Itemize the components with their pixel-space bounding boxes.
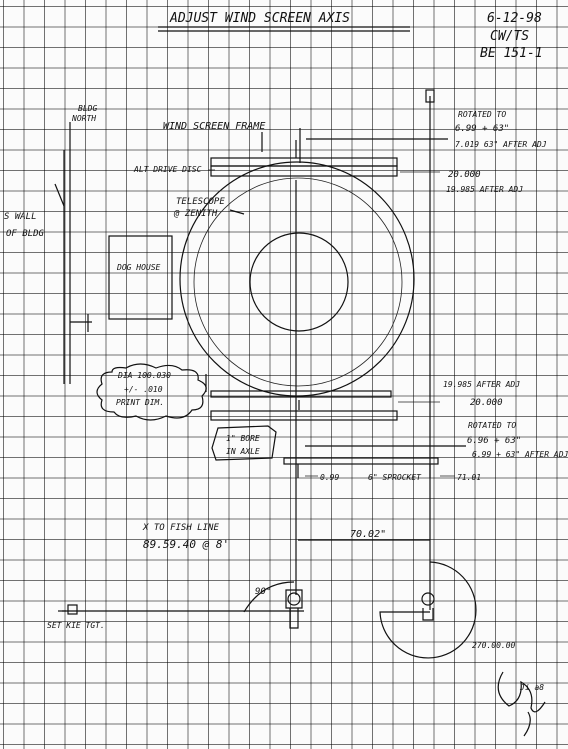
header-date: 6-12-98 [487,11,542,26]
top-value: 20.000 [448,170,481,180]
wall-tick-mark [70,314,92,332]
rotated-lower-after: 6.99 + 63" AFTER ADJ [472,450,568,459]
rotated-lower-label: ROTATED TO [468,421,516,430]
sprocket-label: 6" SPROCKET [368,473,422,482]
lower-disc-bar [210,390,392,398]
fish-line-value: 89.59.40 @ 8' [143,538,229,551]
header-initials: CW/TS [490,29,529,44]
bore-note-line-2: IN AXLE [226,447,260,456]
bottom-arc [379,561,477,659]
bottom-angle: 270.00.00 [472,641,516,650]
lower-disc-bar-2 [210,410,398,421]
wall-arrow [54,183,65,207]
fish-line-label: X TO FISH LINE [142,523,219,533]
lower-after-adj: 19.985 AFTER ADJ [443,380,520,389]
dia-note-cloud [96,363,207,421]
middle-circle [193,177,403,387]
right-spindle-circle [421,592,435,606]
page-title: ADJUST WIND SCREEN AXIS [169,11,350,26]
bore-note-box [211,425,277,461]
rotated-lower-value: 6.96 + 63" [467,436,521,446]
inner-circle [249,232,349,332]
offset-right-value: 71.01 [457,473,481,482]
left-spindle-circle [287,592,301,606]
bldg-north-label-1: BLDG [78,104,97,113]
s-wall-label-2: OF BLDG [6,229,45,239]
top-after-adj: 19.985 AFTER ADJ [446,185,523,194]
dog-house-label: DOG HOUSE [116,263,161,272]
dia-note-line-3: PRINT DIM. [116,398,164,407]
dog-house-box [108,235,173,320]
s-wall-label-1: S WALL [4,212,37,222]
wind-screen-frame-label: WIND SCREEN FRAME [163,121,265,132]
rotated-top-label: ROTATED TO [458,110,506,119]
alt-drive-disc-bar-2 [210,165,398,177]
kie-target-box [67,604,78,615]
dia-note-line-1: DIA 100.030 [117,371,171,380]
signature-scribble [497,671,546,737]
alt-drive-disc-label: ALT DRIVE DISC [133,165,202,174]
offset-left-value: 0.99 [320,473,339,482]
sprocket-posts [297,464,431,478]
telescope-arrow [229,209,245,215]
axis-top-marker [425,89,435,103]
outer-circle [179,161,415,397]
telescope-label-2: @ ZENITH [173,209,218,219]
bore-note-line-1: 1" BORE [226,434,260,443]
sprocket-bar [283,457,439,465]
angle-label: 90° [255,587,271,597]
right-spindle-body [422,608,434,621]
dia-note-line-2: +/- .010 [124,385,163,394]
right-angle-arc [243,581,295,613]
rotated-top-value: 6.99 + 63" [455,124,509,134]
left-spindle-body [285,589,303,629]
rotated-top-after: 7.019 63" AFTER ADJ [455,140,547,149]
set-kie-tgt-label: SET KIE TGT. [47,621,105,630]
span-value: 70.02" [350,529,386,540]
header-book-ref: BE 151-1 [480,46,543,61]
frame-upper-post [295,128,301,163]
lower-value: 20.000 [470,398,503,408]
signature-initials: Ji a8 [519,683,544,692]
telescope-label-1: TELESCOPE [176,197,225,207]
bldg-north-label-2: NORTH [71,114,96,123]
